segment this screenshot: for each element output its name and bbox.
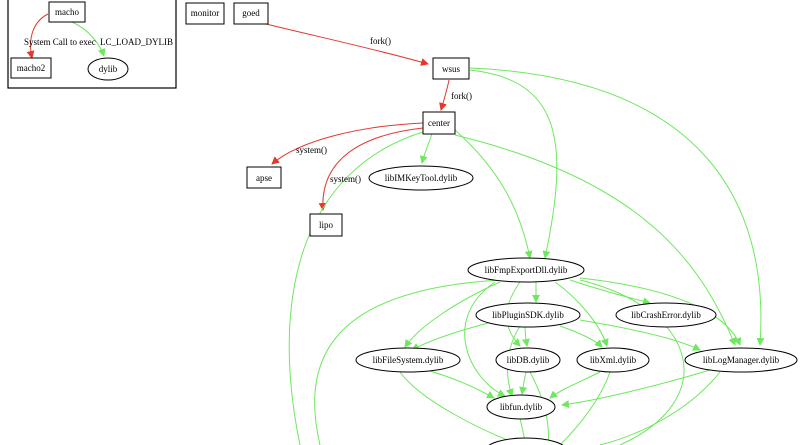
node-libFmpExportDll-label: libFmpExportDll.dylib (485, 265, 568, 275)
edge-libPluginSDK-libLogManager (579, 319, 701, 351)
node-libCrashError (615, 302, 717, 328)
edge-libFileSystem-libfun (429, 370, 495, 399)
node-lipo (309, 213, 343, 237)
node-libFileSystem-label: libFileSystem.dylib (373, 355, 444, 365)
edge-center-offscreen (288, 131, 424, 445)
node-libFileSystem (355, 347, 461, 373)
edge-libLogManager-offscreen (599, 371, 721, 445)
node-center-label: center (428, 118, 450, 128)
node-libLogManager-label: libLogManager.dylib (703, 355, 780, 365)
legend-node-macho2-label: macho2 (17, 63, 46, 73)
node-libFmpExportDll (467, 257, 585, 283)
edge-libPluginSDK-libDB (521, 325, 530, 347)
legend: macho macho2 dylib System Call to exec L… (7, 0, 177, 89)
legend-exec-edge (26, 13, 49, 59)
legend-node-dylib-label: dylib (99, 64, 118, 74)
edge-libXml-libfun (549, 371, 601, 399)
dylib-nodes: libIMKeyTool.dylib libFmpExportDll.dylib… (355, 165, 798, 445)
node-center (422, 111, 456, 135)
node-libfun (486, 394, 556, 420)
node-monitor (185, 2, 225, 25)
edge-wsus-center (439, 79, 450, 111)
legend-node-macho-label: macho (55, 7, 79, 17)
edge-libXml-offscreen (559, 371, 611, 445)
node-lipo-label: lipo (319, 220, 334, 230)
edge-goed-wsus (257, 21, 429, 66)
node-libfun-label: libfun.dylib (500, 402, 543, 412)
edge-center-libIMKeyTool (419, 133, 433, 164)
edge-center-libFmpExportDll (454, 129, 533, 259)
node-libDB-label: libDB.dylib (507, 355, 550, 365)
edge-center-apse (271, 122, 424, 165)
edge-libPluginSDK-libXml (559, 325, 603, 348)
node-libXml (576, 347, 650, 373)
green-edges (288, 67, 765, 445)
node-wsus (432, 57, 470, 80)
edge-libLogManager-libfun (561, 369, 711, 409)
edge-libDB-libfun (519, 371, 528, 395)
legend-load-label: LC_LOAD_DYLIB (100, 37, 173, 47)
edge-label-wsus-center: fork() (451, 91, 472, 101)
node-goed-label: goed (242, 8, 260, 18)
legend-node-macho (48, 1, 86, 23)
node-apse (246, 166, 282, 189)
node-libPluginSDK (475, 302, 581, 328)
edge-label-center-apse: system() (296, 145, 327, 155)
edge-libFmp-libXml (554, 281, 609, 347)
node-offscreen-bottom (488, 437, 564, 445)
edge-label-goed-wsus: fork() (370, 36, 391, 46)
node-libIMKeyTool (368, 165, 474, 191)
edge-libPluginSDK-libFileSystem (411, 319, 501, 351)
edge-label-center-lipo: system() (330, 174, 361, 184)
node-wsus-label: wsus (442, 64, 461, 74)
edge-libFmp-libCrashError (569, 279, 651, 306)
edge-wsus-libLogManager (469, 67, 765, 346)
edge-wsus-libFmpExportDll (469, 69, 558, 259)
node-libXml-label: libXml.dylib (590, 355, 637, 365)
node-libLogManager (684, 347, 798, 373)
edge-center-lipo (318, 127, 424, 211)
node-libPluginSDK-label: libPluginSDK.dylib (492, 310, 564, 320)
legend-load-edge (71, 21, 106, 57)
node-apse-label: apse (256, 173, 272, 183)
legend-node-dylib (87, 57, 129, 81)
edge-center-libLogManager (454, 134, 737, 346)
legend-node-macho2 (10, 57, 52, 79)
legend-frame (7, 0, 177, 89)
red-edges (257, 21, 450, 211)
edge-libFmp-offscreen-a (314, 279, 501, 445)
node-goed (233, 2, 269, 25)
legend-exec-label: System Call to exec (24, 37, 96, 47)
box-nodes: monitor goed wsus center apse lipo (185, 2, 470, 237)
node-libDB (495, 347, 561, 373)
node-libCrashError-label: libCrashError.dylib (631, 310, 701, 320)
node-monitor-label: monitor (191, 8, 220, 18)
edge-libFmp-libfun (464, 281, 506, 397)
node-libIMKeyTool-label: libIMKeyTool.dylib (385, 173, 458, 183)
